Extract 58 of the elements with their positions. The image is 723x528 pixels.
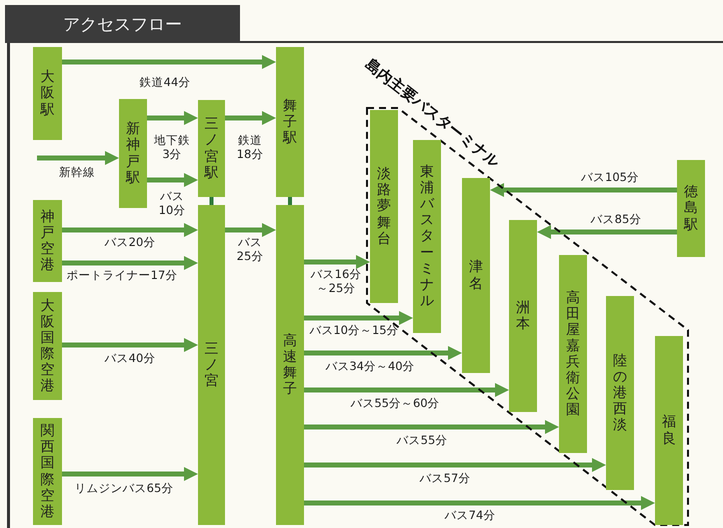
edge-label: 鉄道18分: [236, 134, 264, 162]
arrow: [147, 173, 198, 187]
place-box: 陸の港西淡: [606, 296, 634, 490]
arrow: [62, 55, 276, 69]
arrow: [304, 346, 462, 360]
arrow: [490, 183, 677, 197]
arrow: [304, 383, 509, 397]
edge-label: バス10分: [158, 190, 186, 218]
arrow: [304, 255, 370, 269]
title-banner: アクセスフロー: [5, 5, 240, 43]
arrow: [304, 311, 413, 325]
arrow: [62, 338, 198, 352]
edge-label: 新幹線: [59, 166, 95, 180]
arrow: [304, 458, 606, 472]
arrow: [304, 420, 559, 434]
edge-label: バス20分: [104, 236, 156, 250]
place-box: 洲本: [509, 220, 537, 412]
place-box: 神戸空港: [33, 200, 62, 282]
arrow: [225, 223, 276, 237]
arrow: [62, 256, 198, 270]
arrow: [37, 151, 119, 165]
edge-label: バス10分～15分: [309, 324, 399, 338]
place-box: 津名: [462, 178, 490, 373]
edge-label: バス25分: [236, 236, 264, 264]
place-box: 新神戸駅: [119, 99, 147, 208]
edge-label: 鉄道44分: [140, 76, 190, 90]
arrow: [62, 223, 198, 237]
edge-label: バス85分: [590, 213, 642, 227]
place-box: 三ノ宮駅: [198, 100, 225, 197]
place-box: 東浦バスターミナル: [413, 140, 441, 333]
edge-label: バス55分～60分: [350, 397, 440, 411]
edge-label: リムジンバス65分: [74, 482, 174, 496]
place-box: 淡路夢舞台: [370, 110, 398, 303]
edge-label: バス16分～25分: [310, 268, 362, 296]
edge-label: バス74分: [444, 509, 496, 523]
place-box: 徳島駅: [677, 160, 705, 257]
arrow: [304, 496, 655, 510]
place-box: 福良: [655, 336, 683, 525]
place-box: 関西国際空港: [33, 418, 62, 525]
place-box: 大阪駅: [33, 47, 62, 140]
edge-label: バス105分: [581, 171, 639, 185]
edge-label: バス55分: [396, 434, 448, 448]
place-box: 高速舞子: [276, 205, 304, 525]
edge-label: バス40分: [104, 352, 156, 366]
place-box: 三ノ宮: [198, 205, 225, 525]
edge-label: バス34分～40分: [325, 360, 415, 374]
place-box: 大阪国際空港: [33, 292, 62, 400]
arrow: [537, 225, 677, 239]
arrow: [147, 111, 198, 125]
edge-label: バス57分: [420, 472, 470, 486]
edge-label: ポートライナー17分: [66, 269, 178, 283]
connector-line: [210, 197, 214, 205]
place-box: 舞子駅: [276, 47, 304, 197]
edge-label: 地下鉄3分: [153, 134, 191, 162]
arrow: [225, 111, 276, 125]
connector-line: [288, 197, 292, 205]
place-box: 高田屋嘉兵衛公園: [559, 255, 587, 453]
arrow: [62, 467, 198, 481]
